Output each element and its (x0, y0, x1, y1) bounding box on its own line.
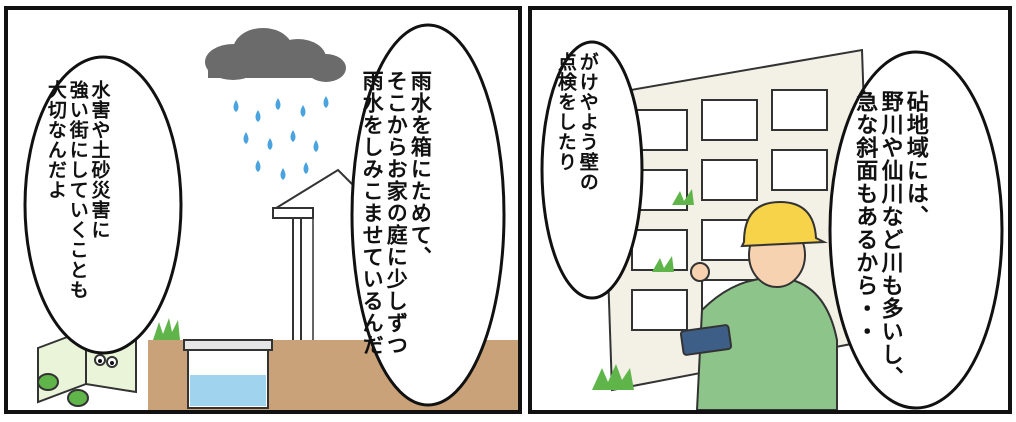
speech-bubble-center-text: 雨水を箱にためて、 そこからお家の庭に少しずつ 雨水をしみこませているんだ (360, 70, 432, 400)
comic-panel-right: がけやよう壁の 点検をしたり 砧地域には、 野川や仙川など川も多いし、 急な斜面… (528, 6, 1012, 414)
speech-line: 急な斜面もあるから・・ (852, 90, 878, 343)
panel-right-illustration (540, 40, 1004, 410)
panel-left-illustration (23, 23, 518, 410)
speech-bubble-large-text: 砧地域には、 野川や仙川など川も多いし、 急な斜面もあるから・・ (852, 90, 928, 390)
speech-line: 雨水をしみこませているんだ (360, 70, 385, 356)
speech-line: 雨水を箱にためて、 (408, 70, 433, 268)
rain-cloud-icon (205, 28, 346, 82)
grass-icon (153, 318, 180, 340)
storage-box-icon (183, 339, 273, 409)
grass-icon (592, 189, 694, 390)
speech-bubble-small (540, 40, 644, 300)
speech-bubble-left-text: 水害や土砂災害に 強い街にしていくことも 大切なんだよ (44, 80, 111, 340)
speech-line: 水害や土砂災害に (88, 80, 111, 240)
speech-line: 砧地域には、 (902, 90, 928, 228)
speech-bubble-left (23, 55, 183, 355)
raindrop-icon (233, 96, 329, 180)
speech-line: 大切なんだよ (44, 80, 67, 200)
speech-bubble-large (828, 50, 1004, 410)
speech-bubble-small-text: がけやよう壁の 点検をしたり (554, 52, 599, 282)
speech-line: 強い街にしていくことも (66, 80, 89, 300)
speech-line: 野川や仙川など川も多いし、 (877, 90, 903, 389)
house-gutter-icon (272, 168, 354, 365)
comic-panel-left: 雨水を箱にためて、 そこからお家の庭に少しずつ 雨水をしみこませているんだ 水害… (4, 6, 522, 414)
worker-icon (679, 200, 838, 410)
speech-bubble-center (350, 23, 506, 407)
speech-line: そこからお家の庭に少しずつ (384, 70, 409, 356)
speech-line: 点検をしたり (554, 52, 577, 172)
speech-line: がけやよう壁の (576, 52, 599, 192)
